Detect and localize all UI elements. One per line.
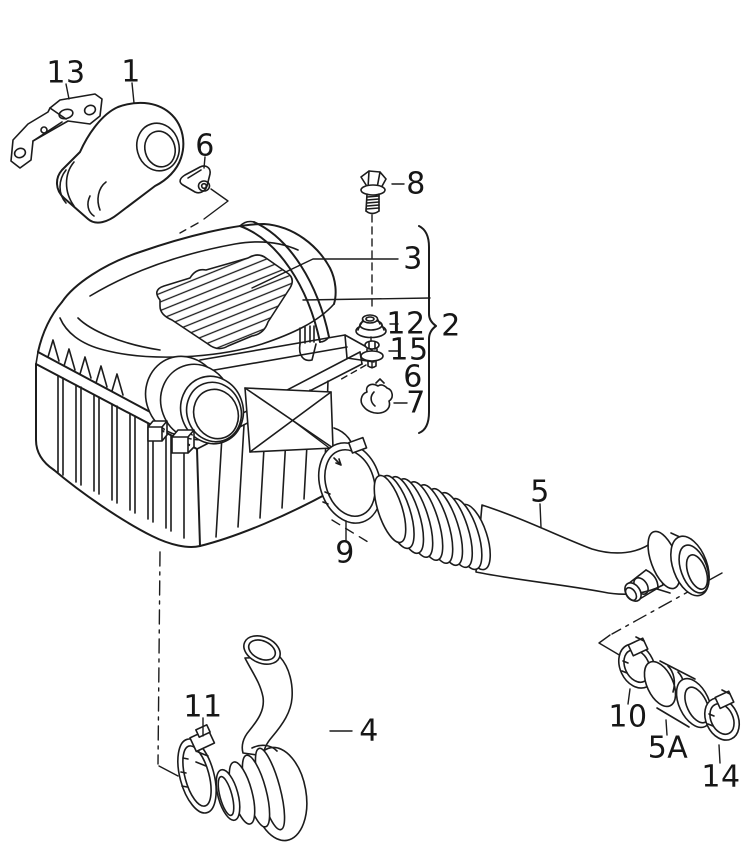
- callout-10: 10: [608, 699, 648, 735]
- part-6-bushing-drawing: [179, 165, 211, 194]
- leader-lines: [157, 258, 723, 777]
- outlet-port-drawing: [144, 355, 245, 445]
- callout-9: 9: [335, 535, 355, 571]
- callout-8: 8: [406, 166, 426, 202]
- callout-7: 7: [406, 385, 426, 421]
- part-11-hose-clamp-drawing: [177, 724, 217, 814]
- callout-2: 2: [441, 308, 461, 344]
- callout-3: 3: [403, 241, 423, 277]
- part-12-grommet-drawing: [355, 314, 387, 339]
- callout-12: 12: [386, 306, 426, 342]
- part-14-hose-clamp-drawing: [703, 689, 741, 741]
- callout-13: 13: [46, 55, 86, 91]
- part-4-vent-hose-drawing: [215, 635, 308, 842]
- callout-leader-lines: [65, 82, 721, 764]
- callout-6-list: 6: [403, 359, 423, 395]
- part-5-intake-hose-drawing: [373, 474, 710, 602]
- callout-4: 4: [359, 713, 379, 749]
- callout-11: 11: [183, 689, 223, 725]
- callout-15: 15: [389, 332, 429, 368]
- part-5a-connecting-sleeve-drawing: [643, 660, 713, 729]
- part-1-intake-duct-drawing: [56, 101, 185, 224]
- part-8-bolt-drawing: [360, 170, 387, 215]
- callout-5a: 5A: [647, 730, 689, 766]
- part-7-spring-clip-drawing: [360, 378, 393, 414]
- callout-1: 1: [121, 54, 141, 90]
- filter-element-window-drawing: [156, 254, 294, 350]
- part-13-bracket-drawing: [10, 93, 103, 169]
- air-cleaner-housing-drawing: [35, 220, 375, 548]
- callout-6-top: 6: [195, 128, 215, 164]
- part-9-hose-clamp-drawing: [317, 436, 383, 524]
- part-15-expanding-rivet-drawing: [360, 340, 384, 369]
- callout-5: 5: [530, 474, 550, 510]
- group-2-brace: [418, 225, 437, 434]
- callout-14: 14: [701, 759, 741, 795]
